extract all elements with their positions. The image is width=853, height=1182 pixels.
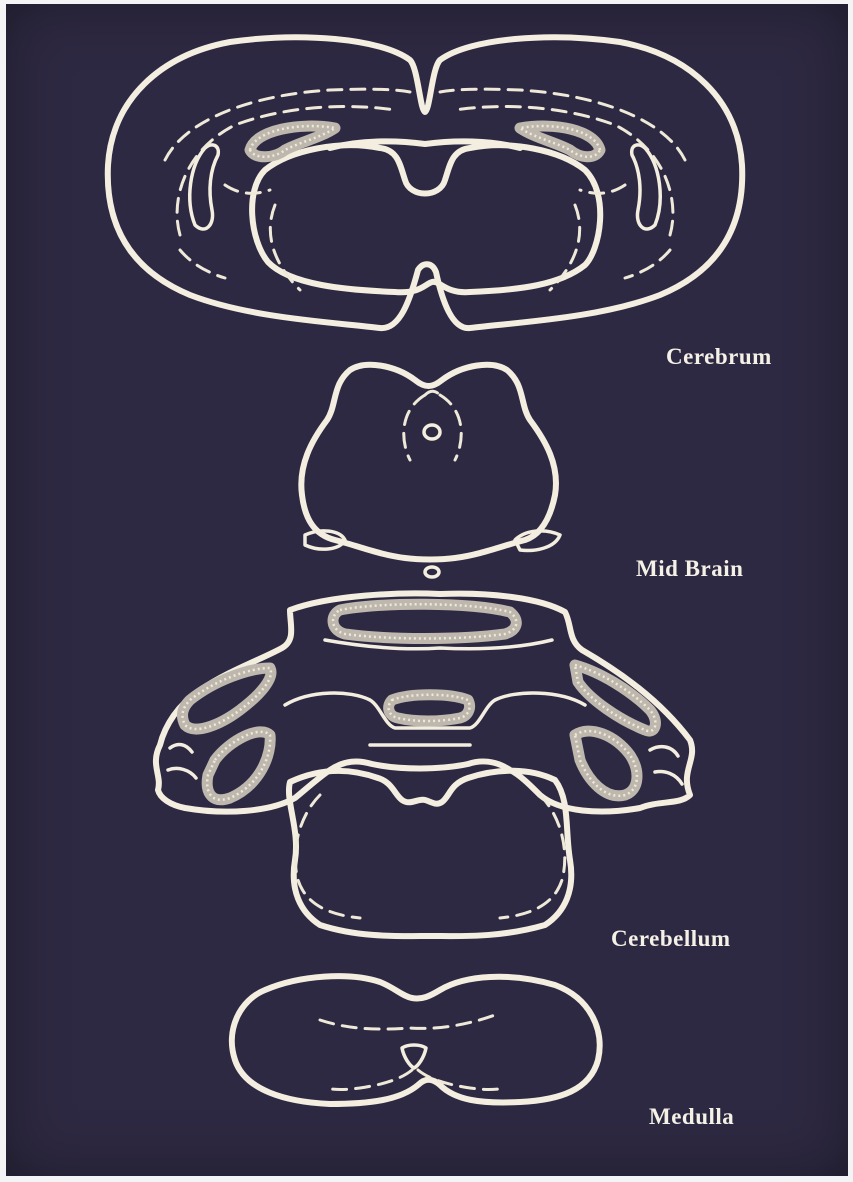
cerebrum-inner-mass	[252, 145, 600, 292]
midbrain-section	[301, 365, 560, 577]
cerebellum-outline	[156, 593, 692, 811]
cerebrum-label: Cerebrum	[666, 344, 772, 370]
central-canal	[402, 1045, 426, 1068]
diagram-slide: Cerebrum Mid Brain Cerebellum Medulla	[6, 4, 848, 1176]
medulla-label: Medulla	[649, 1104, 734, 1130]
cerebrum-section	[108, 37, 742, 328]
cerebellum-section	[156, 593, 692, 936]
cerebellum-label: Cerebellum	[611, 926, 731, 952]
cerebral-aqueduct	[424, 425, 440, 439]
left-hippocampus	[250, 126, 335, 157]
medulla-outline	[232, 976, 600, 1104]
midbrain-label: Mid Brain	[636, 556, 743, 582]
right-lower-folium	[575, 731, 637, 796]
midbrain-outline	[301, 365, 556, 560]
left-lower-folium	[207, 732, 270, 800]
interpeduncular-nucleus	[425, 567, 439, 577]
medulla-section	[232, 976, 600, 1104]
left-upper-folium	[183, 668, 271, 729]
brain-sections-drawing	[6, 4, 848, 1176]
right-hippocampus	[520, 126, 600, 157]
central-folium	[389, 695, 470, 721]
right-upper-folium	[575, 665, 655, 731]
top-folium	[333, 604, 516, 638]
